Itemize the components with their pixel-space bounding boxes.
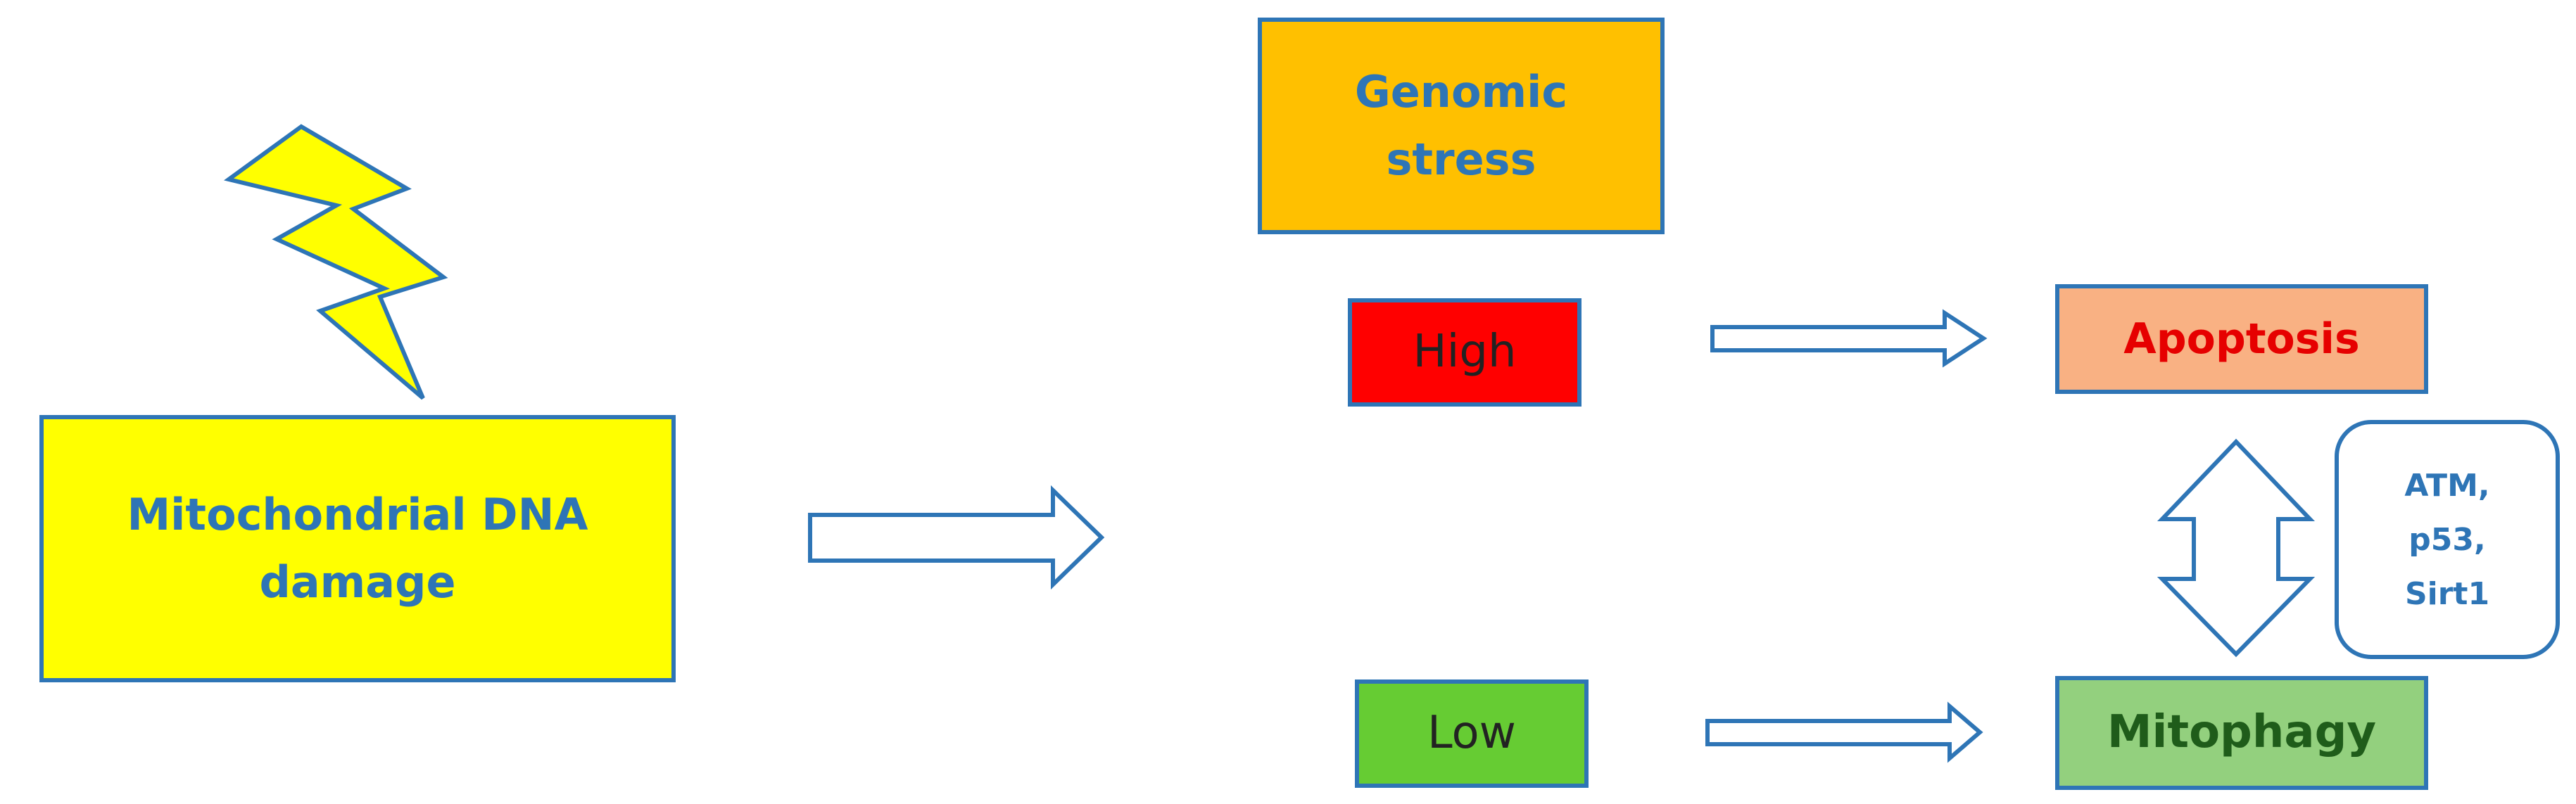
genomic-stress-label: Genomic stress bbox=[1354, 65, 1568, 185]
mitophagy-box: Mitophagy bbox=[2055, 676, 2428, 790]
mitophagy-label: Mitophagy bbox=[2107, 706, 2377, 759]
low-stress-label: Low bbox=[1427, 707, 1517, 760]
regulators-box: ATM, p53, Sirt1 bbox=[2335, 420, 2560, 659]
low-to-mitophagy-arrow-icon bbox=[1705, 701, 1983, 763]
mitochondrial-dna-damage-label: Mitochondrial DNA damage bbox=[127, 488, 588, 608]
high-stress-box: High bbox=[1348, 298, 1581, 407]
low-stress-box: Low bbox=[1355, 679, 1589, 788]
lightning-bolt-icon bbox=[223, 124, 448, 400]
mitochondrial-dna-damage-box: Mitochondrial DNA damage bbox=[39, 415, 676, 682]
double-headed-arrow-icon bbox=[2157, 438, 2316, 658]
genomic-stress-box: Genomic stress bbox=[1258, 18, 1665, 234]
regulators-label: ATM, p53, Sirt1 bbox=[2404, 467, 2490, 612]
high-to-apoptosis-arrow-icon bbox=[1710, 309, 1988, 368]
apoptosis-label: Apoptosis bbox=[2123, 314, 2360, 364]
apoptosis-box: Apoptosis bbox=[2055, 284, 2428, 394]
main-right-arrow-icon bbox=[808, 485, 1105, 590]
high-stress-label: High bbox=[1413, 326, 1517, 378]
